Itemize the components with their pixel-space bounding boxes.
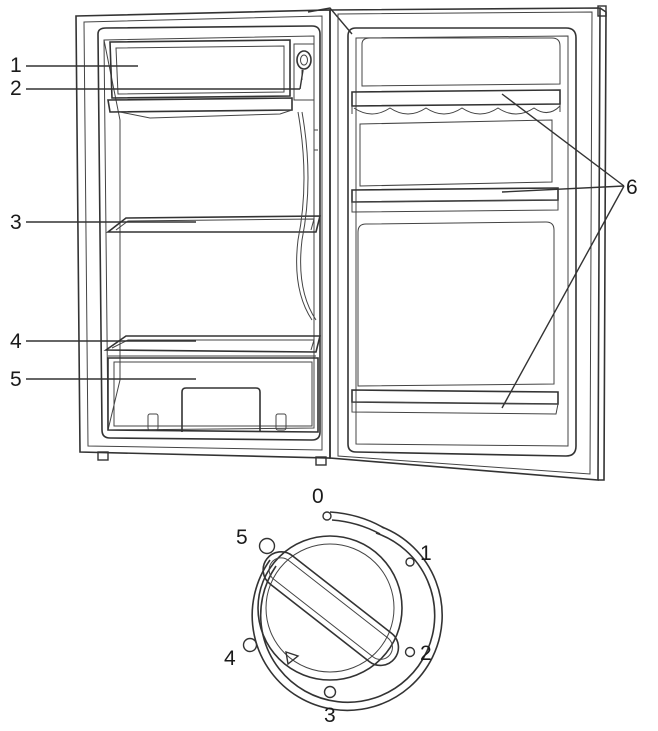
dial-mark-label: 3: [324, 704, 336, 727]
crisper-drawer: [107, 357, 319, 433]
dial-mark-4: 4: [224, 637, 258, 670]
wire-shelf: [105, 215, 322, 233]
door-shelf-middle: [351, 187, 559, 213]
freezer-compartment: [107, 39, 293, 119]
callout-number: 4: [10, 330, 22, 353]
thermostat-dial: 0 1 2 3 4 5: [224, 485, 443, 727]
dial-mark-label: 4: [224, 647, 236, 670]
dial-mark-0: 0: [312, 485, 332, 521]
door-shelf-bottom: [351, 389, 559, 415]
callout-number: 2: [10, 77, 22, 100]
fridge-door: [329, 5, 607, 481]
callout-5: 5: [10, 368, 196, 391]
callout-number: 3: [10, 211, 22, 234]
callout-6: 6: [501, 93, 638, 409]
door-shelves: [351, 89, 561, 415]
callout-number: 1: [10, 54, 22, 77]
callout-number: 5: [10, 368, 22, 391]
dial-mark-5: 5: [236, 526, 276, 555]
callout-1: 1: [10, 54, 138, 77]
crisper-cover: [103, 335, 322, 357]
callout-4: 4: [10, 330, 196, 353]
dial-mark-label: 2: [420, 642, 432, 665]
dial-mark-label: 1: [420, 542, 432, 565]
callout-3: 3: [10, 211, 196, 234]
dial-mark-label: 5: [236, 526, 248, 549]
callout-2: 2: [10, 69, 304, 100]
dial-mark-2: 2: [404, 642, 432, 665]
dial-mark-3: 3: [323, 685, 337, 727]
door-shelf-top: [351, 89, 561, 115]
dial-mark-label: 0: [312, 485, 324, 508]
dial-mark-1: 1: [405, 542, 432, 567]
callout-number: 6: [626, 176, 638, 199]
